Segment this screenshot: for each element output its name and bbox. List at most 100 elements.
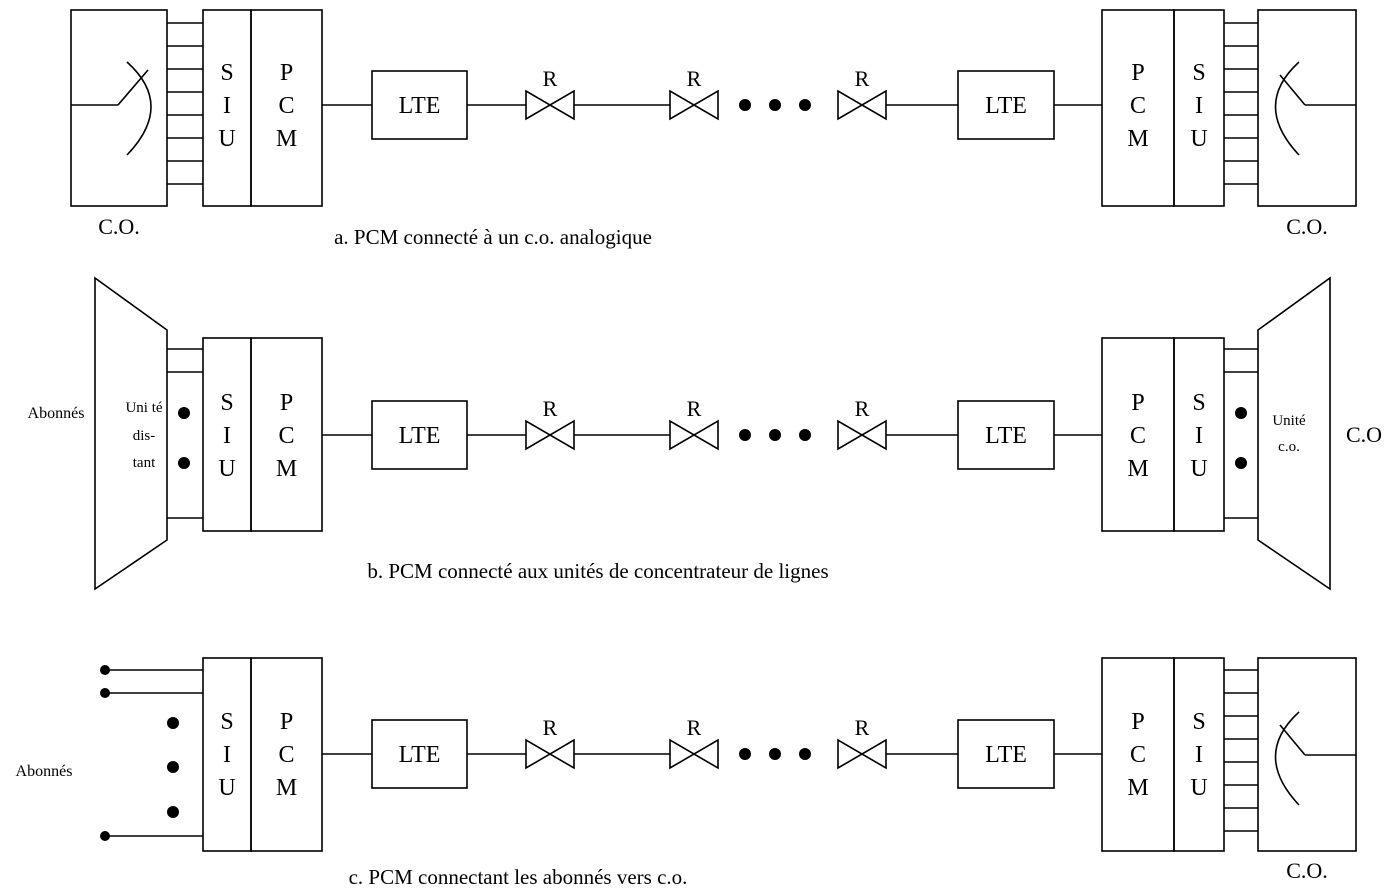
siu-label-letter: S — [1192, 390, 1205, 416]
repeater-symbol — [837, 419, 887, 451]
ellipsis-dot — [739, 99, 751, 111]
ellipsis-dot — [167, 717, 179, 729]
ellipsis-dot — [769, 748, 781, 760]
remote-unit-label: tant — [133, 455, 156, 471]
repeater-label: R — [543, 66, 558, 91]
abonnes-label: Abonnés — [28, 405, 85, 422]
ellipsis-dot — [739, 429, 751, 441]
switch-lever — [117, 69, 149, 106]
repeater-symbol — [669, 738, 719, 770]
siu-label-letter: I — [1195, 742, 1203, 768]
pcm-label-letter: C — [278, 423, 294, 449]
switch-lever — [1279, 724, 1306, 756]
pcm-box-left — [250, 9, 323, 207]
co-label-left: C.O. — [98, 214, 140, 239]
lte-label: LTE — [399, 423, 441, 449]
repeater-label: R — [855, 396, 870, 421]
siu-label-letter: S — [220, 60, 233, 86]
ellipsis-dot — [1235, 407, 1247, 419]
siu-label-letter: I — [1195, 93, 1203, 119]
repeater-label: R — [687, 396, 702, 421]
repeater-label: R — [855, 715, 870, 740]
ellipsis-dot — [799, 429, 811, 441]
lte-label: LTE — [399, 742, 441, 768]
ellipsis-dot — [739, 748, 751, 760]
ellipsis-dot — [769, 429, 781, 441]
ellipsis-dot — [769, 99, 781, 111]
repeater-symbol — [837, 89, 887, 121]
remote-unit-left — [94, 276, 168, 591]
siu-label-letter: U — [1190, 456, 1207, 482]
siu-label-letter: U — [1190, 775, 1207, 801]
repeater-symbol — [525, 419, 575, 451]
pcm-label-letter: P — [280, 390, 293, 416]
siu-label-letter: S — [220, 390, 233, 416]
co-box-left — [70, 9, 168, 207]
pcm-label-letter: M — [276, 126, 297, 152]
lte-label: LTE — [985, 423, 1027, 449]
siu-label-letter: S — [220, 709, 233, 735]
siu-label-letter: S — [1192, 60, 1205, 86]
pcm-label-letter: P — [280, 60, 293, 86]
ellipsis-dot — [178, 457, 190, 469]
ellipsis-dot — [167, 761, 179, 773]
repeater-label: R — [543, 396, 558, 421]
siu-label-letter: U — [218, 126, 235, 152]
remote-unit-label: Uni té — [125, 400, 162, 416]
siu-label-letter: U — [1190, 126, 1207, 152]
repeater-label: R — [855, 66, 870, 91]
repeater-label: R — [687, 715, 702, 740]
siu-box-right — [1173, 9, 1225, 207]
pcm-label-letter: M — [276, 775, 297, 801]
switch-lever — [1279, 74, 1306, 106]
lte-label: LTE — [399, 93, 441, 119]
pcm-label-letter: P — [280, 709, 293, 735]
pcm-label-letter: M — [1127, 775, 1148, 801]
siu-label-letter: I — [223, 742, 231, 768]
co-unit-label: c.o. — [1278, 439, 1300, 455]
pcm-label-letter: P — [1131, 390, 1144, 416]
ellipsis-dot — [1235, 457, 1247, 469]
pcm-label-letter: P — [1131, 709, 1144, 735]
ellipsis-dot — [178, 407, 190, 419]
co-box-right — [1257, 9, 1357, 207]
siu-label-letter: U — [218, 775, 235, 801]
repeater-symbol — [525, 738, 575, 770]
pcm-label-letter: P — [1131, 60, 1144, 86]
siu-box-right — [1173, 337, 1225, 532]
switch-arc — [126, 61, 152, 156]
pcm-label-letter: C — [278, 93, 294, 119]
pcm-label-letter: C — [278, 742, 294, 768]
co-label-right: C.O — [1346, 422, 1382, 447]
co-label-right: C.O. — [1286, 858, 1328, 883]
repeater-label: R — [543, 715, 558, 740]
siu-label-letter: I — [223, 423, 231, 449]
repeater-symbol — [669, 89, 719, 121]
switch-arc — [1274, 711, 1300, 806]
remote-unit-label: dis- — [133, 428, 156, 444]
co-unit-right — [1257, 276, 1331, 591]
pcm-label-letter: C — [1130, 93, 1146, 119]
ellipsis-dot — [799, 99, 811, 111]
co-unit-label: Unité — [1272, 413, 1306, 429]
ellipsis-dot — [799, 748, 811, 760]
ellipsis-dot — [167, 806, 179, 818]
pcm-label-letter: C — [1130, 423, 1146, 449]
caption-c: c. PCM connectant les abonnés vers c.o. — [349, 865, 688, 889]
pcm-label-letter: M — [1127, 456, 1148, 482]
repeater-symbol — [669, 419, 719, 451]
pcm-label-letter: M — [1127, 126, 1148, 152]
lte-label: LTE — [985, 742, 1027, 768]
abonnes-label: Abonnés — [16, 763, 73, 780]
caption-b: b. PCM connecté aux unités de concentrat… — [367, 559, 828, 583]
co-label-right: C.O. — [1286, 214, 1328, 239]
pcm-label-letter: C — [1130, 742, 1146, 768]
lte-label: LTE — [985, 93, 1027, 119]
repeater-symbol — [525, 89, 575, 121]
repeater-symbol — [837, 738, 887, 770]
siu-box-right — [1173, 657, 1225, 852]
siu-label-letter: I — [223, 93, 231, 119]
